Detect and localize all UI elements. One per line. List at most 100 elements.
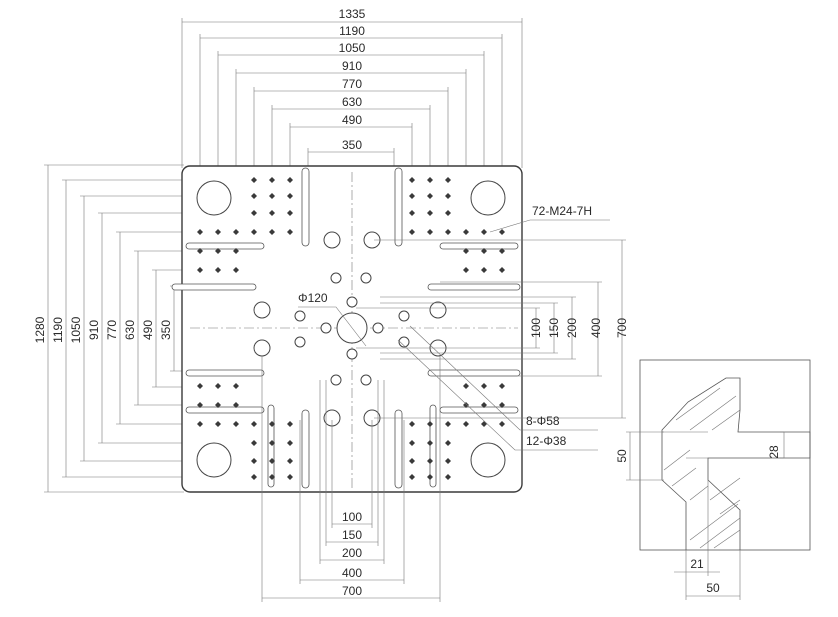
large-hole xyxy=(429,301,447,319)
bottom-dimension-lines xyxy=(261,356,441,602)
threaded-hole xyxy=(251,421,257,427)
center-hole-leader xyxy=(298,306,367,347)
bottom-dim-100: 100 xyxy=(342,510,362,524)
horizontal-slots xyxy=(171,242,521,414)
top-dim-630: 630 xyxy=(342,95,362,109)
threaded-hole xyxy=(445,177,451,183)
large-hole xyxy=(323,231,341,249)
small-hole xyxy=(372,322,384,334)
threaded-hole xyxy=(445,474,451,480)
left-dim-1050: 1050 xyxy=(69,316,83,343)
small-hole xyxy=(346,296,358,308)
threaded-hole xyxy=(269,458,275,464)
threaded-hole xyxy=(197,402,203,408)
large-hole xyxy=(253,339,271,357)
large-hole xyxy=(253,301,271,319)
small-hole xyxy=(294,310,306,322)
threaded-hole xyxy=(251,210,257,216)
threaded-hole xyxy=(409,193,415,199)
top-dim-490: 490 xyxy=(342,113,362,127)
threaded-hole xyxy=(215,248,221,254)
section-frame xyxy=(639,359,811,551)
tie-bar-hole-bottom-right xyxy=(470,442,506,478)
threaded-hole xyxy=(427,229,433,235)
tie-bar-holes xyxy=(196,180,506,478)
threaded-hole xyxy=(463,229,469,235)
left-dimension-labels: 1280 1190 1050 910 770 630 490 350 xyxy=(33,316,173,343)
threaded-hole xyxy=(445,229,451,235)
threaded-hole xyxy=(251,177,257,183)
threaded-hole xyxy=(445,210,451,216)
threaded-hole xyxy=(499,248,505,254)
threaded-hole xyxy=(215,402,221,408)
threaded-hole xyxy=(427,177,433,183)
threaded-hole xyxy=(409,440,415,446)
right-dim-200: 200 xyxy=(565,318,579,338)
threaded-hole xyxy=(251,458,257,464)
top-dim-1335: 1335 xyxy=(339,7,366,21)
section-dim-28: 28 xyxy=(767,445,781,459)
threaded-hole xyxy=(287,440,293,446)
threaded-hole xyxy=(269,177,275,183)
top-dim-910: 910 xyxy=(342,59,362,73)
center-hole-callout: Φ120 xyxy=(298,291,328,305)
threaded-hole xyxy=(269,229,275,235)
left-dim-910: 910 xyxy=(87,320,101,340)
threaded-hole xyxy=(409,458,415,464)
threaded-hole xyxy=(445,440,451,446)
threaded-hole xyxy=(409,421,415,427)
left-dim-1190: 1190 xyxy=(51,317,65,343)
section-dim-21: 21 xyxy=(690,557,704,571)
thread-callout: 72-M24-7H xyxy=(532,204,592,218)
right-dim-100: 100 xyxy=(529,318,543,338)
threaded-hole xyxy=(445,193,451,199)
callouts: 72-M24-7H Φ120 8-Φ58 12-Φ38 xyxy=(298,204,610,451)
threaded-hole xyxy=(233,383,239,389)
small-hole xyxy=(346,348,358,360)
large-holes xyxy=(253,231,447,427)
threaded-hole xyxy=(251,440,257,446)
threaded-hole xyxy=(251,229,257,235)
threaded-hole xyxy=(233,421,239,427)
threaded-hole xyxy=(427,193,433,199)
right-dimension-lines xyxy=(356,239,626,419)
threaded-hole xyxy=(427,474,433,480)
threaded-hole xyxy=(463,383,469,389)
bottom-dimension-labels: 100 150 200 400 700 xyxy=(342,510,362,598)
threaded-hole xyxy=(215,383,221,389)
small-holes-leader xyxy=(397,339,598,451)
threaded-hole xyxy=(499,421,505,427)
threaded-hole xyxy=(409,177,415,183)
tie-bar-hole-top-right xyxy=(470,180,506,216)
threaded-hole xyxy=(499,402,505,408)
threaded-hole xyxy=(499,267,505,273)
threaded-hole xyxy=(197,229,203,235)
threaded-hole xyxy=(197,421,203,427)
threaded-hole xyxy=(215,267,221,273)
top-dim-350: 350 xyxy=(342,138,362,152)
section-view: 50 28 21 50 xyxy=(615,359,811,600)
left-dim-350: 350 xyxy=(159,320,173,340)
threaded-hole xyxy=(197,383,203,389)
large-holes-callout: 8-Φ58 xyxy=(526,414,560,428)
bottom-dim-400: 400 xyxy=(342,566,362,580)
threaded-hole xyxy=(233,267,239,273)
small-hole xyxy=(294,336,306,348)
large-holes-leader xyxy=(409,325,598,431)
threaded-hole xyxy=(287,421,293,427)
small-hole xyxy=(360,272,372,284)
threaded-hole xyxy=(233,402,239,408)
threaded-hole xyxy=(287,193,293,199)
small-hole xyxy=(330,374,342,386)
threaded-hole xyxy=(481,402,487,408)
right-dim-400: 400 xyxy=(589,318,603,338)
bottom-dim-150: 150 xyxy=(342,528,362,542)
threaded-hole xyxy=(269,474,275,480)
slot-profile xyxy=(661,377,811,550)
threaded-hole xyxy=(499,229,505,235)
small-hole xyxy=(360,374,372,386)
threaded-hole xyxy=(269,440,275,446)
threaded-hole xyxy=(481,229,487,235)
threaded-hole xyxy=(481,267,487,273)
top-dim-770: 770 xyxy=(342,77,362,91)
